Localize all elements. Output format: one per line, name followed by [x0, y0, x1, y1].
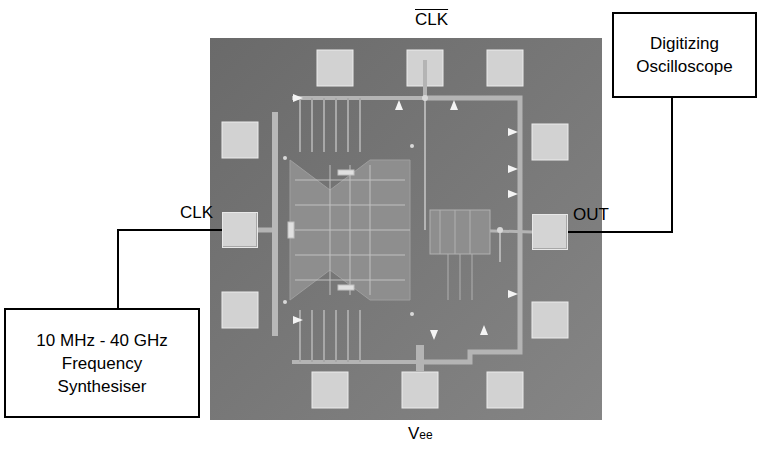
circuit-tracks	[258, 60, 532, 372]
alignment-triangles	[293, 94, 518, 340]
signal-name: CLK	[415, 10, 448, 30]
bond-pads	[222, 50, 568, 408]
output-stage	[430, 210, 490, 300]
signal-cable	[118, 230, 222, 308]
logic-detail	[288, 165, 410, 295]
instrument-box: Digitizing Oscilloscope	[612, 12, 757, 98]
via-dots	[283, 95, 503, 316]
chip-die	[210, 38, 602, 420]
box-text: 10 MHz - 40 GHz Frequency Synthesiser	[27, 329, 177, 398]
box-text: Digitizing Oscilloscope	[622, 32, 747, 78]
pin-name: OUT	[573, 205, 609, 225]
instrument-box: 10 MHz - 40 GHz Frequency Synthesiser	[4, 308, 200, 418]
supply-name: Vee	[408, 424, 433, 445]
pin-name: CLK	[180, 203, 213, 223]
signal-cable	[568, 98, 672, 232]
bond-pad: CLK	[222, 212, 258, 248]
butterfly-logic	[290, 160, 410, 300]
bond-pad: OUT	[532, 214, 568, 250]
